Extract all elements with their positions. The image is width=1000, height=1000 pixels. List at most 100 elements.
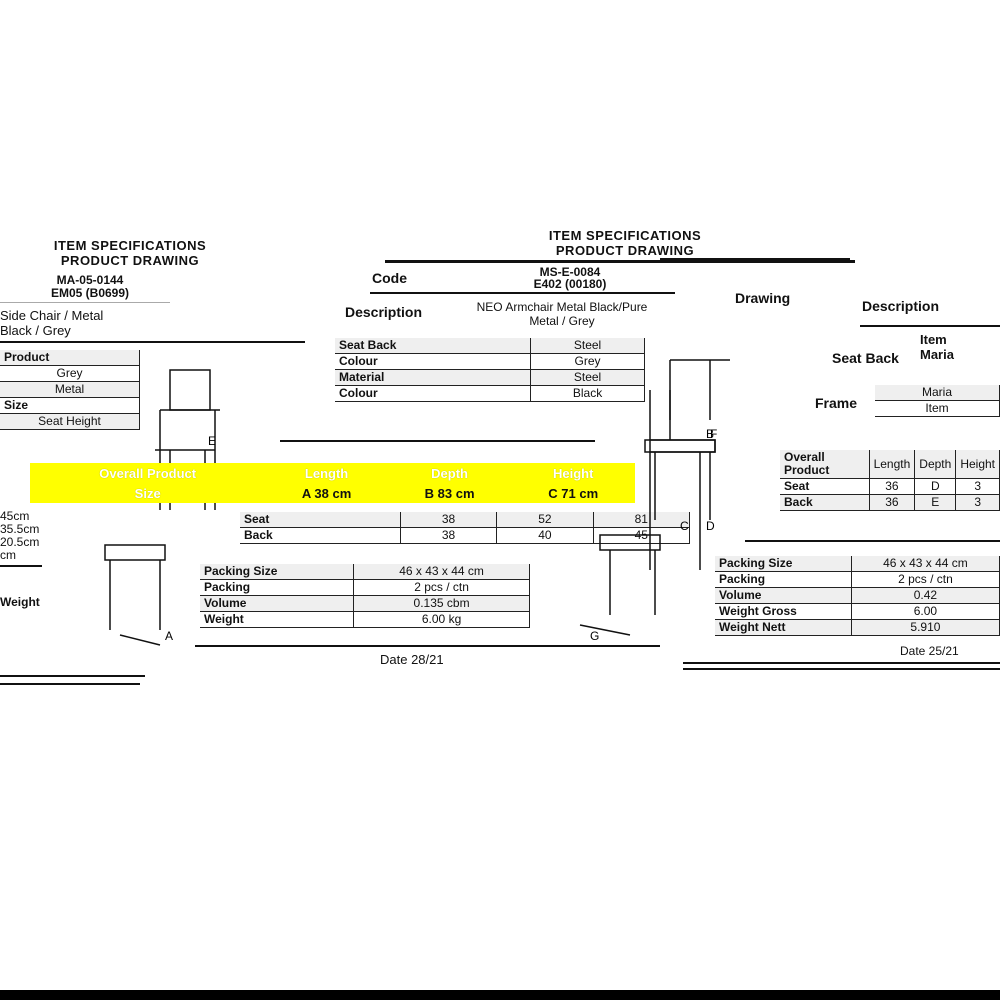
cell: Black (530, 385, 645, 402)
cell: 36 (869, 494, 916, 511)
dim-letter: F (710, 427, 717, 441)
cell: Packing (715, 571, 852, 588)
colour-text: Black / Grey (0, 323, 71, 338)
dim-letter: E (208, 434, 216, 448)
table-row: Maria (875, 385, 1000, 401)
col-key: A (301, 485, 311, 501)
col-label: Height (552, 465, 594, 481)
description-label: Description (345, 304, 423, 320)
item-block: Item Maria (920, 332, 954, 362)
item-label: Item (920, 332, 947, 347)
cell: 40 (496, 527, 594, 544)
drawing-label: Drawing (735, 290, 791, 306)
cell: Seat Height (0, 413, 140, 430)
item-value: Maria (920, 347, 954, 362)
cell: Weight (200, 611, 355, 628)
chair-drawing-right: B C D (644, 390, 716, 570)
left-title: ITEM SPECIFICATIONS PRODUCT DRAWING (40, 238, 220, 268)
cell: Seat Back (335, 338, 532, 354)
cell: 6.00 kg (353, 611, 530, 628)
col-value: C 71 cm (511, 483, 635, 503)
dim-letter: B (706, 427, 714, 441)
description-value: NEO Armchair Metal Black/Pure Metal / Gr… (452, 300, 672, 328)
table-row: Metal (0, 381, 140, 398)
cell: 3 (955, 494, 1000, 511)
title-line: ITEM SPECIFICATIONS (53, 238, 207, 253)
cell: Steel (530, 369, 645, 386)
cell: Metal (0, 381, 140, 398)
cell: Packing Size (715, 556, 852, 572)
bottom-bar (0, 990, 1000, 1000)
overall-title: Overall Product (99, 465, 197, 481)
overall-size-highlight: Overall Product Length Depth Height Size… (30, 463, 635, 503)
col-value: B 83 cm (388, 483, 512, 503)
left-dims: 45cm 35.5cm 20.5cm cm (0, 510, 39, 562)
dim-value: cm (0, 548, 16, 562)
overall-size-table: Overall Product Length Depth Height Size… (30, 463, 635, 503)
date-text: Date 25/21 (900, 644, 959, 658)
cell: Volume (715, 587, 852, 604)
cell: 38 (400, 512, 498, 528)
date-text: Date 28/21 (380, 652, 444, 667)
cell: Size (0, 397, 140, 414)
table-row: Grey (0, 365, 140, 382)
left-description: Side Chair / Metal Black / Grey (0, 308, 103, 338)
frame-label: Frame (815, 395, 858, 411)
col-num: 38 cm (314, 485, 352, 501)
cell: Back (240, 527, 401, 544)
cell: Back (780, 494, 870, 511)
table-row: Product (0, 350, 140, 366)
table-row: Item (875, 400, 1000, 417)
dim-value: 45cm (0, 509, 30, 523)
cell: Packing Size (200, 564, 355, 580)
col-num: 83 cm (437, 485, 475, 501)
cell: Overall Product (780, 450, 870, 479)
right-item-table: Maria Item (875, 385, 1000, 417)
dim-letter: A (165, 629, 173, 643)
cell: 2 pcs / ctn (851, 571, 1000, 588)
cell: 38 (400, 527, 498, 544)
dim-letter: D (706, 519, 715, 533)
cell: Seat (240, 512, 401, 528)
cell: Material (335, 369, 532, 386)
left-spec-table: Product Grey Metal Size Seat Height (0, 350, 140, 430)
cell: D (914, 478, 957, 495)
title-line: PRODUCT DRAWING (60, 253, 200, 268)
center-title: ITEM SPECIFICATIONS PRODUCT DRAWING (545, 228, 705, 258)
cell: 6.00 (851, 603, 1000, 620)
cell: E (914, 494, 957, 511)
cell: 5.910 (851, 619, 1000, 636)
cell: Item (875, 400, 1000, 417)
cell: 52 (496, 512, 594, 528)
cell: Length (869, 450, 916, 479)
dim-value: 20.5cm (0, 535, 40, 549)
seat-back-label: Seat Back (832, 350, 899, 366)
dim-value: 35.5cm (0, 522, 40, 536)
description-label: Description (862, 298, 940, 314)
cell: Seat (780, 478, 870, 495)
weight-label: Weight (0, 595, 40, 609)
col-value: A 38 cm (265, 483, 387, 503)
col-label: Length (304, 465, 349, 481)
description-text: Side Chair / Metal (0, 308, 104, 323)
cell: Steel (530, 338, 645, 354)
ref-text: E402 (00180) (533, 277, 607, 291)
